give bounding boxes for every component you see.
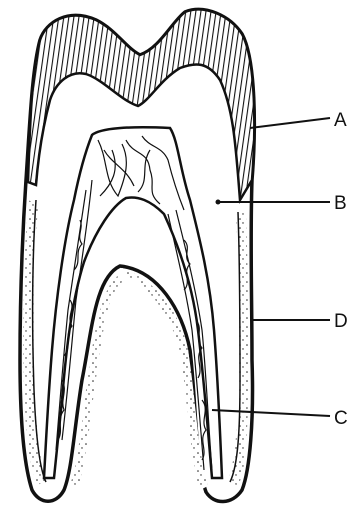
label-c: C [334, 408, 348, 429]
label-d: D [334, 311, 348, 332]
leader-line-a [250, 118, 330, 128]
label-b: B [334, 193, 347, 214]
label-a: A [334, 110, 347, 131]
